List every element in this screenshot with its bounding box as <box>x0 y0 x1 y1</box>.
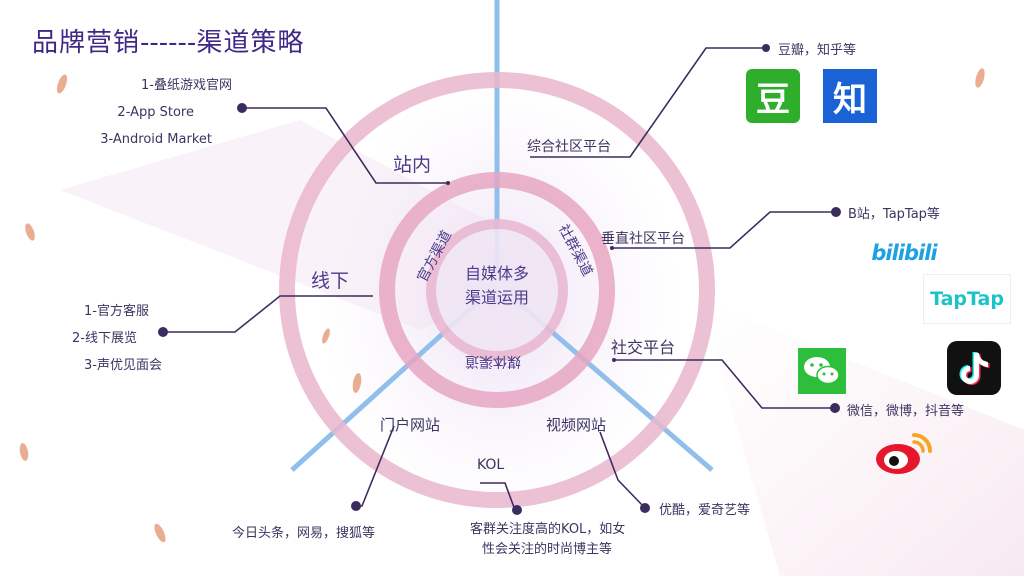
bg-wash-right <box>700 300 1024 576</box>
wechat-icon-graphic <box>804 357 840 385</box>
connectors <box>163 47 836 511</box>
node-video: 视频网站 <box>546 416 607 434</box>
callout-kol-line-1: 客群关注度高的KOL，如女 <box>470 522 626 537</box>
outer-ring <box>279 72 715 508</box>
list-item: 1-官方客服 <box>84 304 149 319</box>
callout-kol-line-2: 性会关注的时尚博主等 <box>482 542 613 557</box>
onsite-list: 1-叠纸游戏官网 2-App Store 3-Android Market <box>82 72 252 153</box>
ring-label-onsite: 站内 <box>393 154 432 176</box>
bilibili-logo: bilibili <box>871 241 937 265</box>
zhihu-logo: 知 <box>823 69 877 123</box>
title-main: 品牌营销 <box>32 28 141 58</box>
middle-ring <box>379 172 615 408</box>
callout-kol: 客群关注度高的KOL，如女 性会关注的时尚博主等 <box>470 520 625 560</box>
connector-dots <box>158 44 841 515</box>
title-dashes: ------ <box>140 28 197 58</box>
list-item: 3-声优见面会 <box>84 358 162 373</box>
list-item: 3-Android Market <box>100 132 212 147</box>
taptap-logo: TapTap <box>923 274 1011 324</box>
list-item: 2-App Store <box>117 105 194 120</box>
callout-bili-taptap: B站，TapTap等 <box>848 207 940 222</box>
list-item: 2-线下展览 <box>72 331 137 346</box>
callout-douban-zhihu: 豆瓣，知乎等 <box>778 43 857 58</box>
page-title: 品牌营销------渠道策略 <box>32 22 304 59</box>
callout-youku: 优酷，爱奇艺等 <box>659 503 751 518</box>
inner-label-media: 媒体渠道 <box>465 353 521 369</box>
petals <box>19 68 985 543</box>
node-social: 社交平台 <box>611 338 676 357</box>
weibo-icon-graphic <box>876 433 932 474</box>
callout-portal-examples: 今日头条，网易，搜狐等 <box>232 526 376 541</box>
wechat-icon <box>798 348 846 394</box>
callout-wechat-weibo: 微信，微博，抖音等 <box>847 404 965 419</box>
node-kol: KOL <box>477 457 505 473</box>
list-item: 1-叠纸游戏官网 <box>141 78 232 93</box>
node-general-community: 综合社区平台 <box>527 139 611 155</box>
douban-logo: 豆 <box>746 69 800 123</box>
title-sub: 渠道策略 <box>196 28 305 58</box>
douyin-icon <box>947 341 1001 395</box>
ring-label-offline: 线下 <box>311 270 350 292</box>
center-label: 自媒体多 渠道运用 <box>452 262 542 310</box>
weibo-icon <box>874 427 936 477</box>
node-portal: 门户网站 <box>380 416 441 434</box>
inner-circle <box>426 219 568 361</box>
offline-list: 1-官方客服 2-线下展览 3-声优见面会 <box>72 298 162 379</box>
center-line-1: 自媒体多 <box>464 264 529 283</box>
douyin-icon-graphic <box>959 352 990 385</box>
node-vertical-community: 垂直社区平台 <box>601 231 685 247</box>
center-line-2: 渠道运用 <box>464 288 529 307</box>
